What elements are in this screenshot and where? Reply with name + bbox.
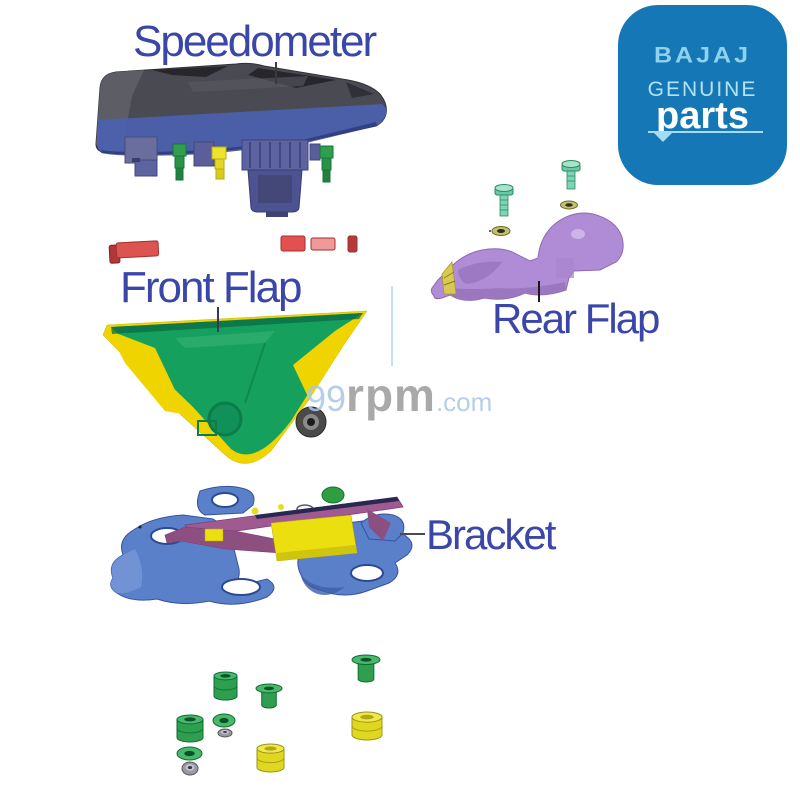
guide-line	[391, 286, 393, 366]
grommet-yellow-1	[256, 743, 285, 773]
bracket-hole-rightfoot	[350, 564, 384, 582]
bracket-hole-topleft	[211, 492, 239, 508]
front-flap-graphic	[102, 310, 368, 464]
bushing-green-1	[213, 671, 238, 701]
washer-olive-1	[489, 226, 511, 236]
grommet-yellow-2	[351, 711, 383, 741]
clip-dark-c	[347, 235, 358, 253]
front-flap-label: Front Flap	[120, 263, 303, 312]
bracket-hole-leftfoot	[221, 578, 261, 596]
bracket-graphic	[110, 485, 413, 605]
rear-flap-graphic	[430, 160, 624, 301]
clip-pink-b	[310, 237, 336, 251]
speedometer-pin-yellow	[211, 146, 227, 180]
logo-underline	[648, 131, 763, 133]
watermark-com: .com	[435, 387, 493, 417]
watermark-num: 99	[306, 378, 347, 419]
grommet-dark	[295, 406, 327, 438]
speedometer-pin-green-left	[172, 143, 187, 181]
speedometer-left-tab	[124, 136, 158, 164]
clip-red-left	[108, 240, 160, 264]
flanged-bushing-green-1	[255, 683, 283, 709]
rear-flap-body	[430, 212, 624, 301]
washer-olive-2	[560, 200, 578, 210]
flanged-bushing-green-2	[351, 654, 381, 683]
screw-green-2	[561, 160, 581, 190]
ring-green	[212, 713, 236, 728]
bajaj-logo-genuine: GENUINE	[647, 78, 758, 101]
speedometer-blue-band	[96, 104, 387, 154]
bracket-leader-line	[400, 533, 425, 535]
speedometer-pin-green-right	[319, 145, 334, 183]
bracket-label: Bracket	[426, 511, 556, 558]
chevron-down-icon	[654, 133, 672, 142]
bajaj-logo-parts: parts	[656, 95, 749, 137]
speedometer-connector	[241, 139, 309, 217]
clip-fragment-gray	[217, 728, 233, 738]
bushing-green-2	[176, 714, 204, 743]
red-clips-group	[108, 235, 358, 264]
speedometer-leader-line	[275, 62, 277, 84]
bracket-green-nub	[321, 486, 345, 504]
rear-flap-yellow-patch	[441, 261, 457, 295]
nut-gray	[181, 761, 199, 776]
front-flap-leader-line	[217, 307, 219, 332]
front-flap-body	[111, 313, 363, 455]
speedometer-pin-purple	[193, 141, 215, 167]
bajaj-logo-brand: BAJAJ	[654, 42, 751, 68]
watermark-rpm: rpm	[346, 369, 436, 421]
screw-green-1	[494, 184, 514, 217]
rear-flap-leader-line	[538, 281, 540, 302]
speedometer-label: Speedometer	[133, 17, 377, 66]
bajaj-genuine-parts-logo: BAJAJ GENUINE parts	[618, 5, 787, 185]
washer-green	[176, 746, 203, 761]
rear-flap-label: Rear Flap	[492, 295, 660, 342]
speedometer-graphic	[95, 62, 387, 217]
clip-red-a	[280, 235, 306, 252]
hardware-group	[176, 654, 383, 776]
